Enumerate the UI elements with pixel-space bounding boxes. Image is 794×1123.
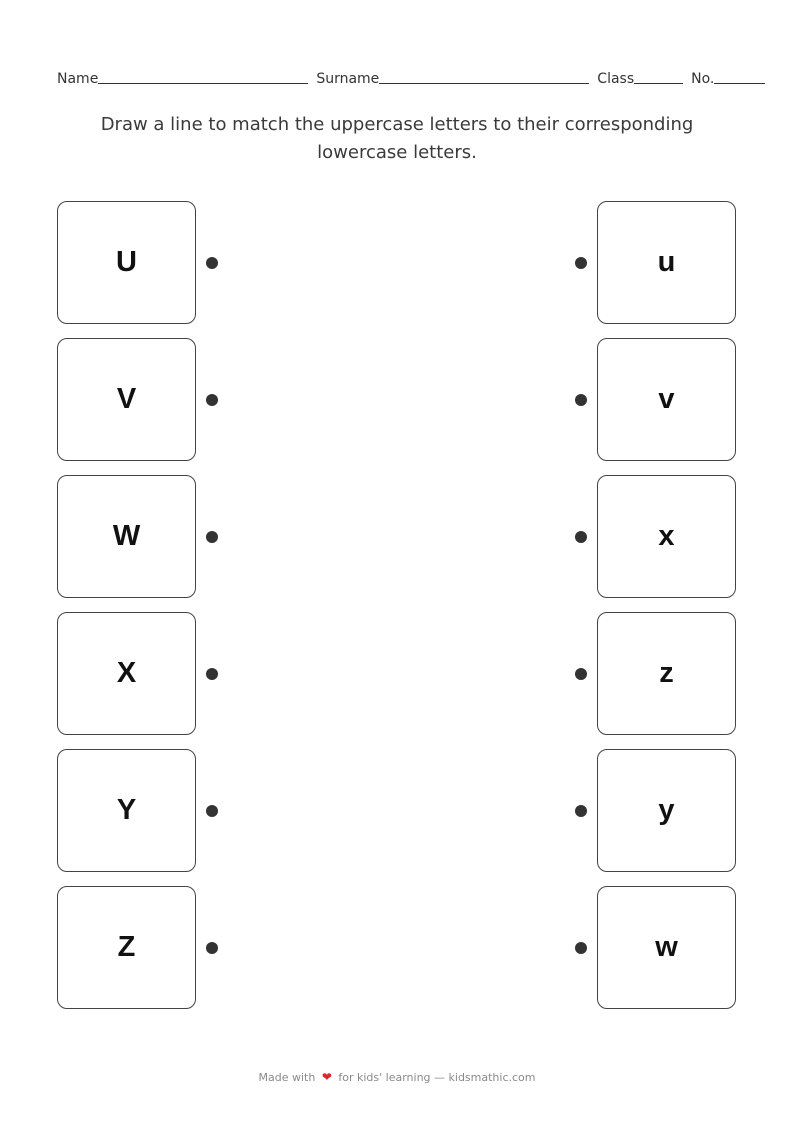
uppercase-letter-card: X (57, 612, 196, 735)
right-connector-dot[interactable] (575, 668, 587, 680)
lowercase-letter-card: v (597, 338, 736, 461)
instructions: Draw a line to match the uppercase lette… (60, 111, 734, 167)
number-blank-line[interactable] (714, 82, 766, 84)
name-label: Name (57, 71, 99, 87)
lowercase-letter-card: u (597, 201, 736, 324)
lowercase-letter-card: w (597, 886, 736, 1009)
match-row: U u (0, 201, 794, 325)
uppercase-letter-card: Z (57, 886, 196, 1009)
match-row: W x (0, 475, 794, 599)
right-connector-dot[interactable] (575, 394, 587, 406)
match-row: Z w (0, 886, 794, 1010)
right-connector-dot[interactable] (575, 805, 587, 817)
surname-blank-line[interactable] (379, 82, 590, 84)
instructions-line-2: lowercase letters. (317, 142, 477, 163)
number-field[interactable]: No. (691, 70, 766, 88)
left-connector-dot[interactable] (206, 668, 218, 680)
number-label: No. (691, 71, 715, 87)
right-connector-dot[interactable] (575, 942, 587, 954)
lowercase-letter-card: y (597, 749, 736, 872)
left-connector-dot[interactable] (206, 942, 218, 954)
uppercase-letter-card: W (57, 475, 196, 598)
match-row: V v (0, 338, 794, 462)
uppercase-letter-card: V (57, 338, 196, 461)
right-connector-dot[interactable] (575, 531, 587, 543)
left-connector-dot[interactable] (206, 531, 218, 543)
match-row: Y y (0, 749, 794, 873)
left-connector-dot[interactable] (206, 257, 218, 269)
footer-prefix: Made with (258, 1071, 316, 1084)
class-blank-line[interactable] (634, 82, 684, 84)
lowercase-letter-card: x (597, 475, 736, 598)
uppercase-letter-card: Y (57, 749, 196, 872)
name-blank-line[interactable] (98, 82, 309, 84)
student-info-header: Name Surname Class No. (57, 68, 773, 88)
instructions-line-1: Draw a line to match the uppercase lette… (100, 114, 694, 135)
lowercase-letter-card: z (597, 612, 736, 735)
surname-label: Surname (316, 71, 380, 87)
footer-suffix: for kids' learning — kidsmathic.com (338, 1071, 536, 1084)
uppercase-letter-card: U (57, 201, 196, 324)
name-field[interactable]: Name (57, 70, 309, 88)
surname-field[interactable]: Surname (316, 70, 590, 88)
match-row: X z (0, 612, 794, 736)
class-field[interactable]: Class (597, 70, 684, 88)
left-connector-dot[interactable] (206, 805, 218, 817)
footer: Made with ❤ for kids' learning — kidsmat… (0, 1070, 794, 1084)
right-connector-dot[interactable] (575, 257, 587, 269)
heart-icon: ❤ (321, 1070, 332, 1084)
class-label: Class (597, 71, 635, 87)
left-connector-dot[interactable] (206, 394, 218, 406)
